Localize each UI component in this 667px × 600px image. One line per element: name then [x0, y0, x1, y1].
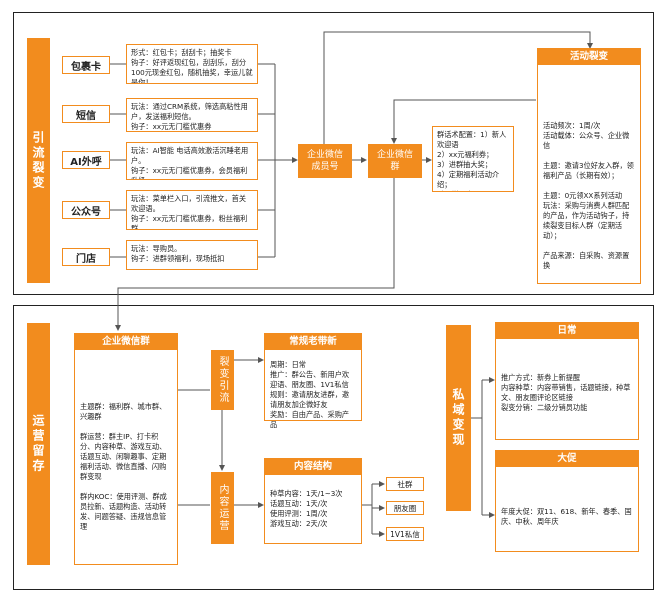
target-community: 社群	[386, 477, 424, 491]
content-structure-title: 内容结构	[265, 459, 361, 475]
wecom-group-card-title: 企业微信群	[75, 334, 177, 350]
regular-referral-title: 常规老带新	[265, 334, 361, 350]
content-operation-label: 内容运营	[211, 472, 234, 544]
target-private-message: 1V1私信	[386, 527, 424, 541]
channel-store-desc: 玩法：导购员。 钩子：进群领福利，现场抵扣	[126, 240, 258, 270]
target-moments: 朋友圈	[386, 501, 424, 515]
channel-ai-call: AI外呼	[62, 151, 110, 169]
channel-official-account-desc: 玩法：菜单栏入口，引流推文，首关欢迎语。 钩子：xx元无门槛优惠券，粉丝福利群	[126, 190, 258, 230]
wecom-group-card: 企业微信群 主题群：福利群、城市群、兴趣群 群运营：群主IP、打卡积分、内容种草…	[74, 333, 178, 565]
fission-drainage-label: 裂变引流	[211, 350, 234, 410]
regular-referral-body: 周期：日常 推广：群公告、新用户欢迎语、朋友圈、1V1私信 规则：邀请朋友进群，…	[270, 360, 350, 429]
content-structure-body: 种草内容：1天/1~3次 话题互动：1天/次 使用评测：1周/次 游戏互动：2天…	[270, 489, 343, 528]
big-promotion-body: 年度大促：双11、618、新年、春季、国庆、中秋、周年庆	[501, 507, 632, 526]
lead-fission-label: 引流裂变	[27, 38, 50, 283]
private-domain-monetization-label: 私域变现	[446, 325, 471, 511]
campaign-fission-card: 活动裂变 活动频次：1周/次 活动载体：公众号、企业微信 主题：邀请3位好友入群…	[537, 48, 641, 284]
daily-card-body: 推广方式：新券上新提醒 内容种草：内容带销售，话题链接，种草文、朋友圈评论区链接…	[501, 373, 631, 412]
channel-sms-desc: 玩法：通过CRM系统，筛选高粘性用户，发送福利短信。 钩子：xx元无门槛优惠券	[126, 98, 258, 132]
wecom-group-card-body: 主题群：福利群、城市群、兴趣群 群运营：群主IP、打卡积分、内容种草、游戏互动、…	[80, 402, 167, 531]
group-script-config: 群话术配置：1）新人欢迎语 2）xx元福利券； 3）进群抽大奖； 4）定期福利活…	[432, 126, 514, 192]
big-promotion-card: 大促 年度大促：双11、618、新年、春季、国庆、中秋、周年庆	[495, 450, 639, 552]
big-promotion-title: 大促	[496, 451, 638, 467]
wecom-member-account: 企业微信成员号	[298, 144, 352, 178]
daily-card: 日常 推广方式：新券上新提醒 内容种草：内容带销售，话题链接，种草文、朋友圈评论…	[495, 322, 639, 440]
content-structure-card: 内容结构 种草内容：1天/1~3次 话题互动：1天/次 使用评测：1周/次 游戏…	[264, 458, 362, 544]
campaign-fission-body: 活动频次：1周/次 活动载体：公众号、企业微信 主题：邀请3位好友入群，领福利产…	[543, 121, 634, 270]
regular-referral-card: 常规老带新 周期：日常 推广：群公告、新用户欢迎语、朋友圈、1V1私信 规则：邀…	[264, 333, 362, 429]
daily-card-title: 日常	[496, 323, 638, 339]
operation-retention-label: 运营留存	[27, 323, 50, 565]
wecom-group: 企业微信群	[368, 144, 422, 178]
channel-official-account: 公众号	[62, 201, 110, 219]
channel-sms: 短信	[62, 105, 110, 123]
channel-parcel-card: 包裹卡	[62, 56, 110, 74]
channel-store: 门店	[62, 248, 110, 266]
channel-ai-call-desc: 玩法：AI智能 电话高效激活沉睡老用户。 钩子：xx元无门槛优惠券，会员福利升级	[126, 142, 258, 180]
campaign-fission-title: 活动裂变	[538, 49, 640, 65]
channel-parcel-card-desc: 形式：红包卡；刮刮卡；抽奖卡 钩子：好评返现红包，刮刮乐，刮分100元现金红包，…	[126, 44, 258, 84]
